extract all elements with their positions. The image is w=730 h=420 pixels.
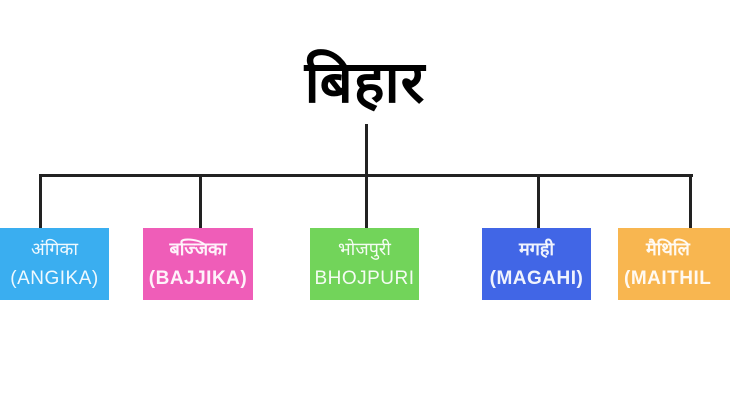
node-maithili-hindi: मैथिलि — [646, 239, 690, 260]
connector-drop-magahi — [537, 174, 540, 229]
connector-drop-angika — [39, 174, 42, 229]
node-angika-english: (ANGIKA) — [10, 268, 99, 289]
node-angika-hindi: अंगिका — [30, 239, 79, 260]
node-maithili-english: (MAITHIL — [624, 268, 712, 289]
connector-drop-bajjika — [199, 174, 202, 229]
node-bajjika-english: (BAJJIKA) — [148, 268, 248, 289]
diagram-title-bihar: बिहार — [304, 48, 426, 116]
node-bhojpuri: भोजपुरी BHOJPURI — [310, 228, 419, 300]
connector-trunk — [365, 124, 368, 176]
node-bhojpuri-english: BHOJPURI — [314, 268, 415, 289]
connector-drop-bhojpuri — [365, 174, 368, 229]
node-bhojpuri-hindi: भोजपुरी — [338, 239, 391, 260]
node-magahi-hindi: मगही — [518, 239, 555, 260]
node-bajjika-hindi: बज्जिका — [169, 239, 227, 260]
node-magahi-english: (MAGAHI) — [489, 268, 584, 289]
node-maithili: मैथिलि (MAITHIL — [618, 228, 730, 300]
node-bajjika: बज्जिका (BAJJIKA) — [143, 228, 253, 300]
connector-drop-maithili — [689, 174, 692, 229]
node-angika: अंगिका (ANGIKA) — [0, 228, 109, 300]
node-magahi: मगही (MAGAHI) — [482, 228, 591, 300]
